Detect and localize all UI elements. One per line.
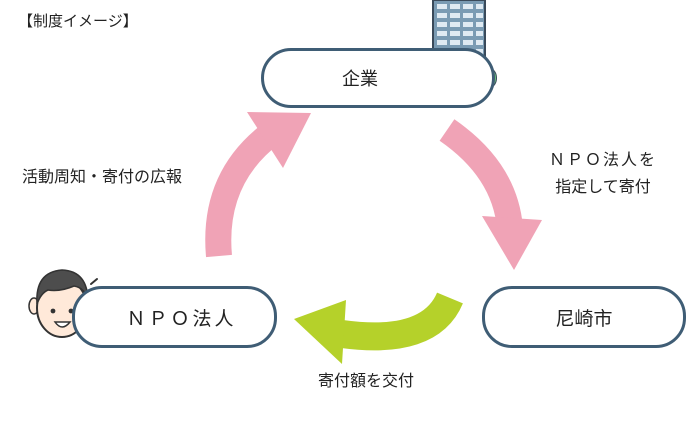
- node-npo: ＮＰＯ法人: [72, 286, 277, 348]
- arrow-city-to-npo: [294, 291, 463, 364]
- node-city: 尼崎市: [482, 286, 686, 348]
- diagram-title: 【制度イメージ】: [18, 12, 138, 30]
- node-city-label: 尼崎市: [555, 307, 613, 330]
- arrow-npo-to-company: [205, 112, 311, 258]
- flow-label-npo-to-company: 活動周知・寄付の広報: [22, 167, 183, 186]
- flow-label-company-to-city-line2: 指定して寄付: [555, 177, 651, 196]
- flow-label-city-to-npo: 寄付額を交付: [318, 371, 415, 390]
- flow-label-company-to-city-line1: ＮＰＯ法人を: [548, 150, 657, 169]
- flow-label-company-to-city: ＮＰＯ法人を 指定して寄付: [538, 146, 668, 200]
- node-company-label: 企業: [342, 69, 378, 90]
- arrow-company-to-city: [439, 119, 542, 270]
- node-company: 企業: [261, 48, 495, 108]
- node-npo-label: ＮＰＯ法人: [126, 307, 237, 330]
